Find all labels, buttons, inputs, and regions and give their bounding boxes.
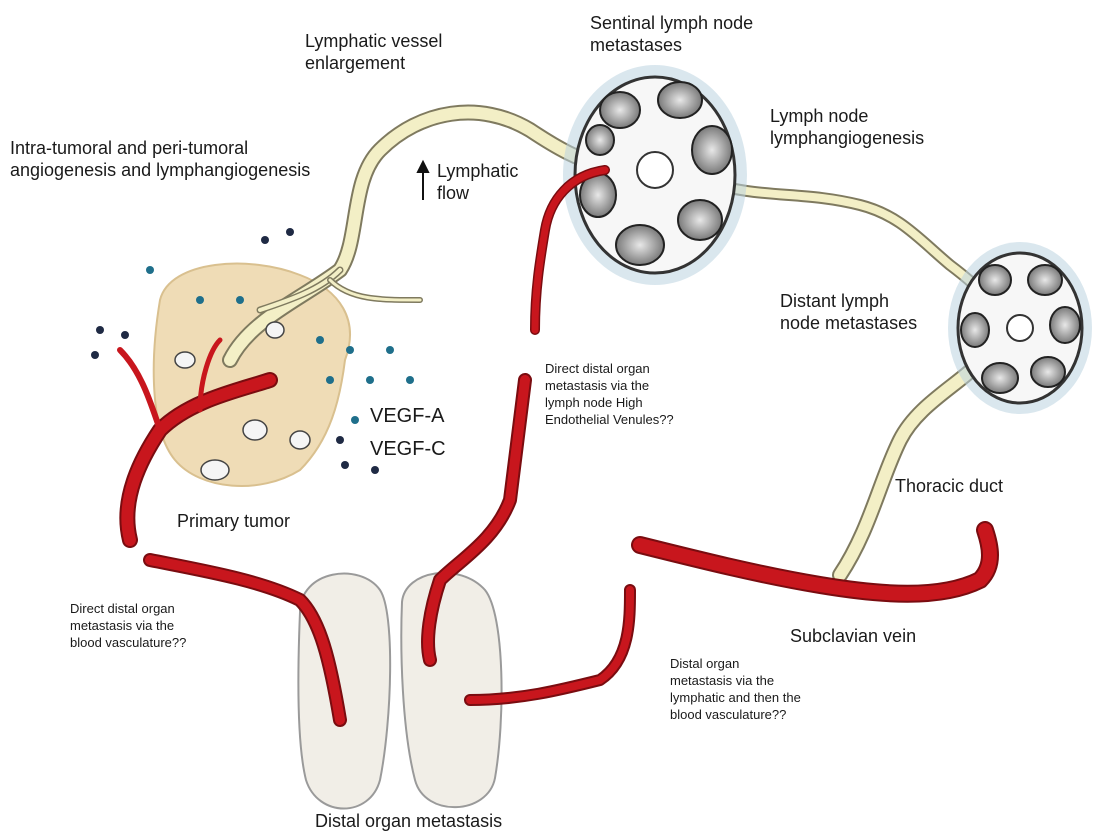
label-subclavian-vein: Subclavian vein (790, 625, 916, 647)
label-blood-route: Direct distal organ metastasis via the b… (70, 600, 186, 651)
label-primary-tumor: Primary tumor (177, 510, 290, 532)
distal-organ-right (401, 573, 501, 807)
label-distant-node-metastases: Distant lymph node metastases (780, 290, 917, 334)
label-sentinel-node-metastases: Sentinal lymph node metastases (590, 12, 753, 56)
label-lymphatic-flow: Lymphatic flow (437, 160, 518, 204)
label-lymphatic-vessel-enlargement: Lymphatic vessel enlargement (305, 30, 442, 74)
distant-lymph-node (948, 242, 1092, 414)
label-distal-organ-metastasis: Distal organ metastasis (315, 810, 502, 832)
label-thoracic-duct: Thoracic duct (895, 475, 1003, 497)
label-intratumoral-angiogenesis: Intra-tumoral and peri-tumoral angiogene… (10, 137, 310, 181)
label-vegf-a: VEGF-A (370, 404, 444, 428)
label-lymph-node-lymphangiogenesis: Lymph node lymphangiogenesis (770, 105, 924, 149)
primary-tumor-mass (154, 264, 350, 486)
label-vegf-c: VEGF-C (370, 437, 446, 461)
lymphatic-flow-arrow (418, 162, 428, 200)
label-lymphatic-then-blood: Distal organ metastasis via the lymphati… (670, 655, 801, 723)
label-hev-route: Direct distal organ metastasis via the l… (545, 360, 674, 428)
